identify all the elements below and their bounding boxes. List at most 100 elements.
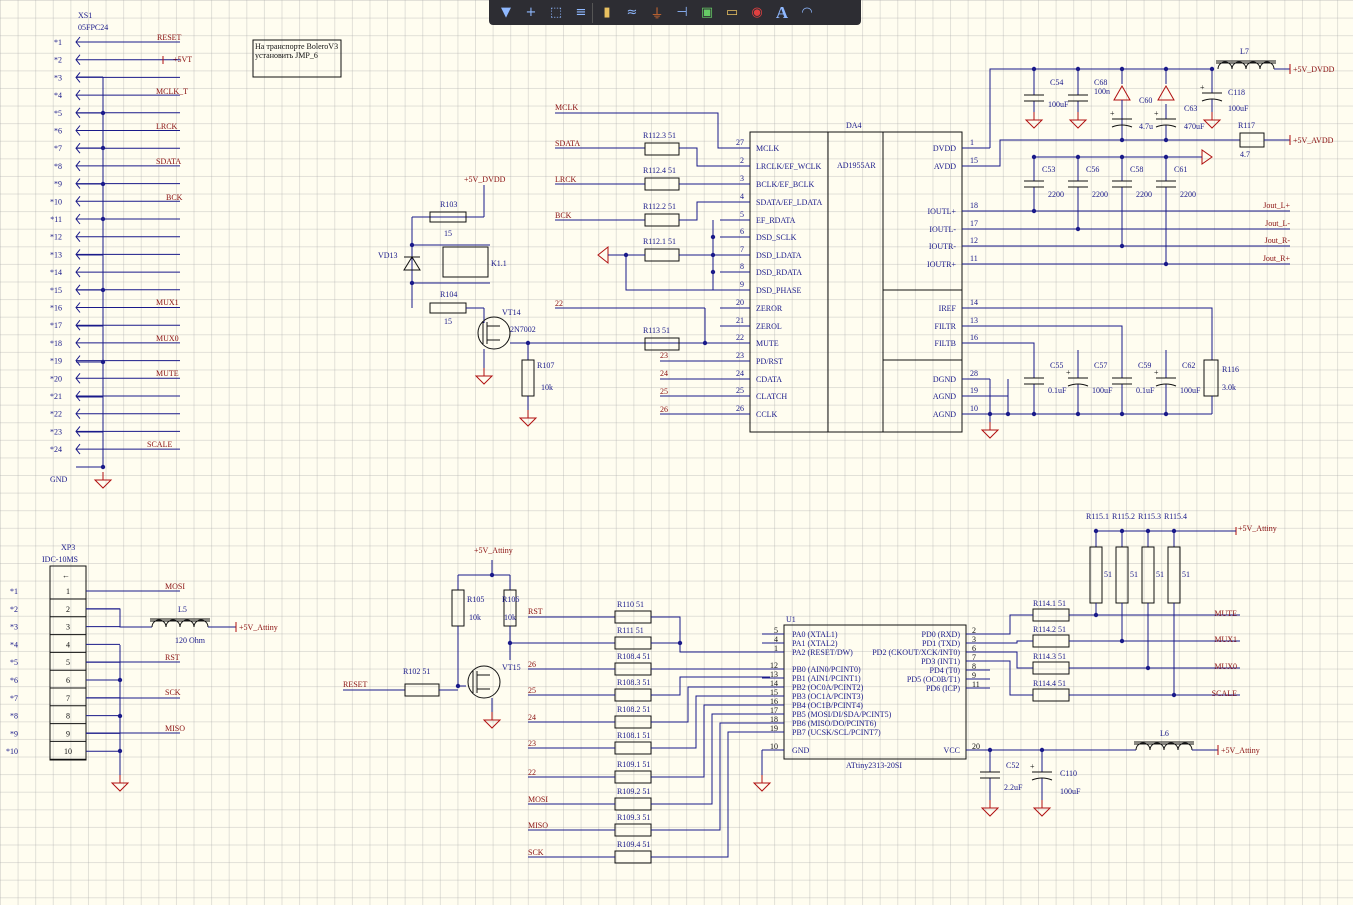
ground-icon — [482, 719, 502, 729]
xs1-part: 05FPC24 — [78, 23, 108, 32]
ground-icon — [1024, 119, 1044, 129]
r114-body — [1032, 634, 1070, 648]
wire — [651, 704, 770, 778]
net-scale: SCALE — [147, 440, 172, 449]
c52-ref: C52 — [1006, 761, 1019, 770]
mcu-in-net: 22 — [528, 768, 536, 777]
select-rect-icon[interactable]: ⬚ — [549, 5, 563, 20]
da4-pin-name: MCLK — [756, 144, 779, 153]
filter-icon[interactable]: ▼ — [501, 5, 511, 20]
da4-pin-num: 21 — [736, 316, 744, 325]
da4-pin-name: DVDD — [933, 144, 956, 153]
wire — [651, 676, 770, 696]
net-bck-da4: BCK — [555, 211, 572, 220]
net-sck-xp3: SCK — [165, 688, 181, 697]
wire — [989, 379, 1212, 415]
u1-pin-name: PA1 (XTAL2) — [792, 639, 838, 648]
ground-icon[interactable]: ⏚ — [650, 7, 664, 22]
cap-bot-val: 0.1uF — [1136, 386, 1155, 395]
da4-pin-num: 23 — [736, 351, 744, 360]
u1-pin-num: 17 — [770, 706, 778, 715]
l5-ref: L5 — [178, 605, 187, 614]
polarity-mark: + — [1154, 368, 1159, 377]
xs1-pin-label: *12 — [50, 233, 62, 242]
wire — [989, 68, 1212, 148]
xp3-ext-pin: *2 — [10, 605, 18, 614]
u1-pin-name: PD0 (RXD) — [922, 630, 961, 639]
bus-icon[interactable]: ≈ — [626, 5, 638, 20]
xs1-pin-label: *10 — [50, 197, 62, 206]
vt15-ref: VT15 — [502, 663, 521, 672]
net-rst: RST — [528, 607, 543, 616]
xp3-ext-pin: *10 — [6, 747, 18, 756]
u1-pin-num: 2 — [972, 626, 976, 635]
junction-dot — [710, 269, 716, 275]
mcu-in-net: 23 — [528, 739, 536, 748]
junction-dot — [1031, 411, 1037, 417]
rpack-val: 51 — [1130, 570, 1138, 579]
da4-pin-num: 24 — [736, 369, 744, 378]
da4-pin-name: IOUTR- — [929, 242, 956, 251]
port-icon[interactable]: ▭ — [725, 5, 739, 20]
note-line2: установить JMP_6 — [255, 51, 318, 60]
jout-label: Jout_L+ — [1263, 201, 1290, 210]
k11-ref: K1.1 — [491, 259, 507, 268]
da4-pin-name: ZEROL — [756, 322, 782, 331]
xp3-pin-num: 1 — [66, 587, 70, 596]
da4-pin-num: 6 — [740, 227, 744, 236]
net-reset: RESET — [157, 33, 182, 42]
da4-pin-name: DSD_PHASE — [756, 286, 801, 295]
cross-icon[interactable]: + — [525, 5, 537, 20]
component-icon[interactable]: ▮ — [603, 5, 611, 20]
power-port-icon[interactable]: ◉ — [751, 5, 763, 20]
wire — [651, 731, 770, 858]
r104-val: 15 — [444, 317, 452, 326]
xs1-pin-label: *20 — [50, 374, 62, 383]
rpack-body — [1167, 546, 1181, 604]
r114-label: R114.1 51 — [1033, 599, 1066, 608]
net-mux0: MUX0 — [156, 334, 179, 343]
da4-pin-num: 19 — [970, 386, 978, 395]
u1-pin-num: 6 — [972, 644, 976, 653]
polarity-mark: + — [1030, 762, 1035, 771]
xs1-ref: XS1 — [78, 11, 92, 20]
da4-pin-name: DSD_SCLK — [756, 233, 797, 242]
xp3-pin-num: 3 — [66, 623, 70, 632]
r114-body — [1032, 608, 1070, 622]
r114-body — [1032, 688, 1070, 702]
r113 — [644, 337, 680, 351]
net-25: 25 — [660, 387, 668, 396]
pin-icon[interactable]: ⊣ — [676, 5, 688, 20]
power-port-label: +5V_DVDD — [1293, 65, 1335, 74]
u1-pin-num: 7 — [972, 653, 976, 662]
cap-bot-val: 100uF — [1180, 386, 1201, 395]
xs1-pin-label: *18 — [50, 339, 62, 348]
xs1-pin-label: *1 — [54, 38, 62, 47]
arc-icon[interactable]: ◠ — [801, 5, 813, 20]
ground-icon — [1202, 119, 1222, 129]
net-mosi-xp3: MOSI — [165, 582, 185, 591]
junction-dot — [117, 713, 123, 719]
rpack-val: 51 — [1182, 570, 1190, 579]
u1-pin-num: 20 — [972, 742, 980, 751]
c63-ref: C63 — [1184, 104, 1197, 113]
junction-dot — [1145, 528, 1151, 534]
u1-out-net: MUX0 — [1214, 662, 1237, 671]
diode-body — [403, 256, 421, 271]
align-icon[interactable]: ≡ — [570, 2, 593, 23]
text-icon[interactable]: A — [775, 2, 789, 22]
ic-icon[interactable]: ▣ — [700, 5, 714, 20]
c63-val: 470uF — [1184, 122, 1205, 131]
xp3-ext-pin: *8 — [10, 712, 18, 721]
wire — [651, 686, 770, 723]
cap-bot-ref: C55 — [1050, 361, 1063, 370]
da4-pin-num: 14 — [970, 298, 978, 307]
junction-dot — [409, 280, 415, 286]
junction-dot — [1031, 208, 1037, 214]
da4-pin-name: FILTR — [935, 322, 957, 331]
junction-dot — [1163, 66, 1169, 72]
xp3-ext-pin: *4 — [10, 640, 18, 649]
xp3-ext-pin: *7 — [10, 694, 18, 703]
u1-ref: U1 — [786, 615, 796, 624]
